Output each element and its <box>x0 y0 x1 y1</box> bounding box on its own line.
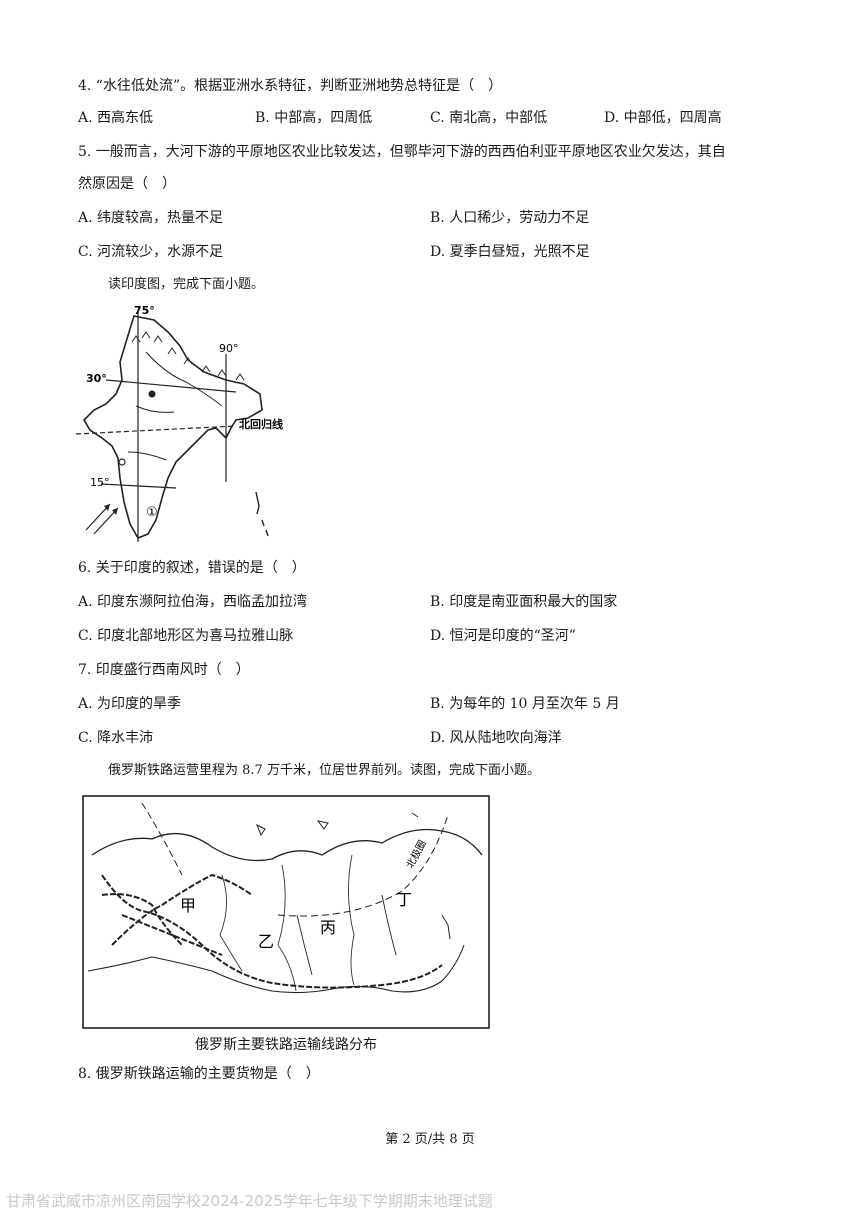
q6-option-d: D. 恒河是印度的“圣河” <box>430 628 576 644</box>
question-5-line2: 然原因是（ ） <box>78 176 176 192</box>
russia-label-jia: 甲 <box>180 896 196 915</box>
q7-option-c: C. 降水丰沛 <box>78 730 154 746</box>
q4-option-b: B. 中部高，四周低 <box>255 110 373 126</box>
question-4-text: 4. “水往低处流”。根据亚洲水系特征，判断亚洲地势总特征是（ ） <box>78 78 503 94</box>
india-label-lat30: 30° <box>86 372 107 385</box>
russia-railway-map: 甲 乙 丙 丁 北极圈 <box>82 795 490 1029</box>
question-7-text: 7. 印度盛行西南风时（ ） <box>78 662 250 678</box>
india-label-lat15: 15° <box>90 476 110 489</box>
q5-option-c: C. 河流较少，水源不足 <box>78 244 224 260</box>
q5-option-a: A. 纬度较高，热量不足 <box>78 210 224 226</box>
russia-map-caption: 俄罗斯主要铁路运输线路分布 <box>195 1037 377 1053</box>
india-label-lon75: 75° <box>134 304 155 317</box>
q4-option-c: C. 南北高，中部低 <box>430 110 548 126</box>
question-5-line1: 5. 一般而言，大河下游的平原地区农业比较发达，但鄂毕河下游的西西伯利亚平原地区… <box>78 144 726 160</box>
page-footer: 第 2 页/共 8 页 <box>385 1132 475 1147</box>
india-label-lon90: 90° <box>219 342 239 355</box>
q4-option-a: A. 西高东低 <box>78 110 154 126</box>
q6-option-c: C. 印度北部地形区为喜马拉雅山脉 <box>78 628 294 644</box>
russia-label-bing: 丙 <box>320 918 336 937</box>
india-label-point1: ① <box>146 505 158 520</box>
russia-label-ding: 丁 <box>396 890 412 909</box>
q7-option-a: A. 为印度的旱季 <box>78 696 182 712</box>
q5-option-b: B. 人口稀少，劳动力不足 <box>430 210 590 226</box>
india-map-intro: 读印度图，完成下面小题。 <box>108 277 265 292</box>
russia-label-yi: 乙 <box>258 932 274 951</box>
watermark-text: 甘肃省武威市凉州区南园学校2024-2025学年七年级下学期期末地理试题 <box>6 1192 493 1210</box>
russia-map-intro: 俄罗斯铁路运营里程为 8.7 万千米，位居世界前列。读图，完成下面小题。 <box>108 763 540 778</box>
q6-option-b: B. 印度是南亚面积最大的国家 <box>430 594 618 610</box>
q5-option-d: D. 夏季白昼短，光照不足 <box>430 244 590 260</box>
q4-option-d: D. 中部低，四周高 <box>604 110 722 126</box>
q6-option-a: A. 印度东濒阿拉伯海，西临孟加拉湾 <box>78 594 308 610</box>
question-8-text: 8. 俄罗斯铁路运输的主要货物是（ ） <box>78 1066 320 1082</box>
q7-option-b: B. 为每年的 10 月至次年 5 月 <box>430 696 620 712</box>
india-label-tropic: 北回归线 <box>239 417 283 431</box>
india-map: 75° 90° 30° 15° 北回归线 ① <box>75 302 326 547</box>
q7-option-d: D. 风从陆地吹向海洋 <box>430 730 562 746</box>
question-6-text: 6. 关于印度的叙述，错误的是（ ） <box>78 560 306 576</box>
